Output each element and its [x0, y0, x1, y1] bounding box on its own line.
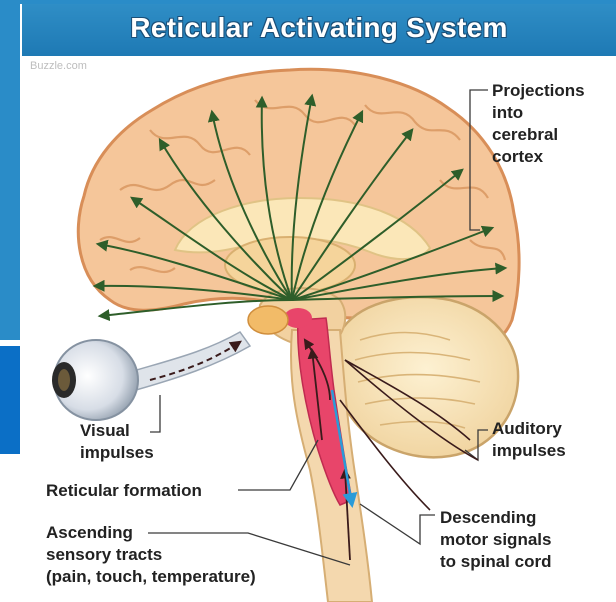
- label-ascending: Ascending sensory tracts (pain, touch, t…: [46, 522, 256, 588]
- label-line: impulses: [492, 440, 566, 462]
- label-line: Visual: [80, 420, 154, 442]
- label-line: sensory tracts: [46, 544, 256, 566]
- leader-descending: [360, 504, 435, 544]
- label-projections: Projections into cerebral cortex: [492, 80, 585, 168]
- optic-nerve: [130, 332, 250, 390]
- label-line: into: [492, 102, 585, 124]
- label-line: Auditory: [492, 418, 566, 440]
- label-line: (pain, touch, temperature): [46, 566, 256, 588]
- label-line: Ascending: [46, 522, 256, 544]
- label-visual: Visual impulses: [80, 420, 154, 464]
- label-reticular-formation: Reticular formation: [46, 480, 202, 502]
- pituitary: [248, 306, 288, 334]
- label-auditory: Auditory impulses: [492, 418, 566, 462]
- label-descending: Descending motor signals to spinal cord: [440, 507, 551, 573]
- label-line: impulses: [80, 442, 154, 464]
- label-line: Projections: [492, 80, 585, 102]
- label-line: motor signals: [440, 529, 551, 551]
- label-line: cerebral: [492, 124, 585, 146]
- label-line: cortex: [492, 146, 585, 168]
- label-line: to spinal cord: [440, 551, 551, 573]
- cerebellum: [335, 297, 518, 457]
- label-line: Descending: [440, 507, 551, 529]
